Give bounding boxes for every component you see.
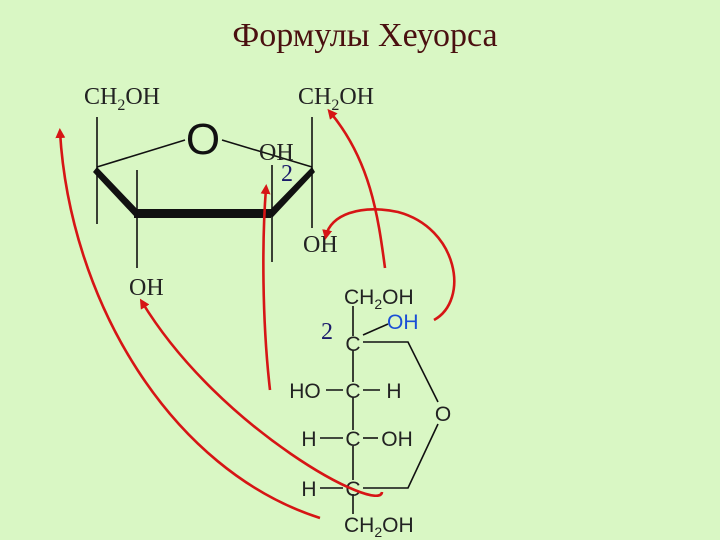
fischer-c3: C — [345, 380, 360, 403]
fischer-c3-right: H — [386, 380, 401, 403]
fischer-c2-oh: OH — [387, 311, 419, 334]
ring-wedge-left — [93, 167, 140, 218]
fischer-bond-c2-oh — [362, 323, 389, 336]
fischer-c4: C — [345, 428, 360, 451]
arrow-c6-to-left-ch2oh — [55, 128, 321, 520]
oh-top-right: OH — [259, 140, 294, 166]
fischer-carbon-number: 2 — [321, 319, 333, 345]
ring-wedge-right — [268, 167, 315, 218]
ring-oxygen: O — [186, 115, 220, 164]
fischer-ring-oxygen: O — [435, 403, 451, 426]
arrow-c3-to-ring — [260, 184, 272, 391]
fischer-bonds — [320, 306, 439, 514]
page-title: Формулы Хеуорса — [232, 17, 497, 54]
fischer-c3-left: HO — [289, 380, 321, 403]
fischer-c4-right: OH — [381, 428, 413, 451]
ring-bond-left — [96, 139, 186, 168]
fischer-top-ch2oh: CH2OH — [344, 286, 414, 312]
fischer-c5-left: H — [301, 478, 316, 501]
correspondence-arrows — [55, 108, 456, 520]
left-ch2oh: CH2OH — [84, 84, 160, 114]
oh-bottom-right: OH — [303, 232, 338, 258]
fischer-c2: C — [345, 333, 360, 356]
arrow-c1-to-right-ch2oh — [327, 108, 387, 269]
fischer-ring-bond-upper — [363, 341, 439, 403]
haworth-carbon-number: 2 — [281, 161, 293, 187]
arrow-c5-to-oh-left — [139, 298, 384, 498]
fischer-c4-left: H — [301, 428, 316, 451]
arrow-c2oh-to-oh — [322, 208, 456, 322]
fischer-bottom-ch2oh: CH2OH — [344, 514, 414, 540]
oh-bottom-left: OH — [129, 275, 164, 301]
ring-bond-right — [221, 139, 313, 168]
ring-bond-bottom — [134, 209, 271, 218]
fischer-ring-bond-lower — [363, 423, 439, 489]
right-ch2oh: CH2OH — [298, 84, 374, 114]
haworth-ring — [93, 117, 315, 268]
